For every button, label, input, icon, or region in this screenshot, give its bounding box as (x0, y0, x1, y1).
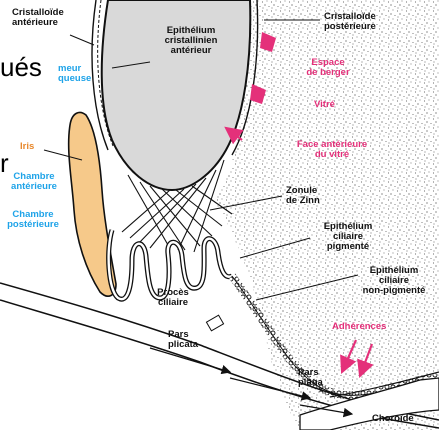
label-adherences: Adhérences (332, 322, 386, 332)
label-chambre-posterieure: Chambre postérieure (0, 210, 66, 230)
pars-plicata-marker (206, 315, 223, 331)
label-iris: Iris (20, 142, 34, 152)
label-epithelium-ciliaire-pigmente: Epithélium ciliaire pigmenté (314, 222, 382, 252)
label-pars-plana: Pars plana (298, 368, 323, 388)
label-humeur-aqueuse: meur queuse (58, 64, 91, 84)
label-espace-de-berger: Espace de berger (296, 58, 360, 78)
label-zonule-de-zinn: Zonule de Zinn (286, 186, 320, 206)
label-face-anterieure-du-vitre: Face antérieure du vitré (278, 140, 386, 160)
label-epithelium-ciliaire-non-pigmente: Epithélium ciliaire non-pigmenté (350, 266, 438, 296)
label-proces-ciliaire: Procès ciliaire (150, 288, 196, 308)
label-vitre: Vitré (314, 100, 335, 110)
overlay-text-fragment: ués (0, 52, 42, 83)
label-choroide: Choroïde (372, 414, 414, 424)
label-cristalloide-posterieure: Cristalloïde postérieure (324, 12, 376, 32)
label-epithelium-cristallinien: Epithélium cristallinien antérieur (152, 26, 230, 56)
label-chambre-anterieure: Chambre antérieure (2, 172, 66, 192)
label-cristalloide-anterieure: Cristalloïde antérieure (12, 8, 64, 28)
label-pars-plicata: Pars plicata (168, 330, 198, 350)
